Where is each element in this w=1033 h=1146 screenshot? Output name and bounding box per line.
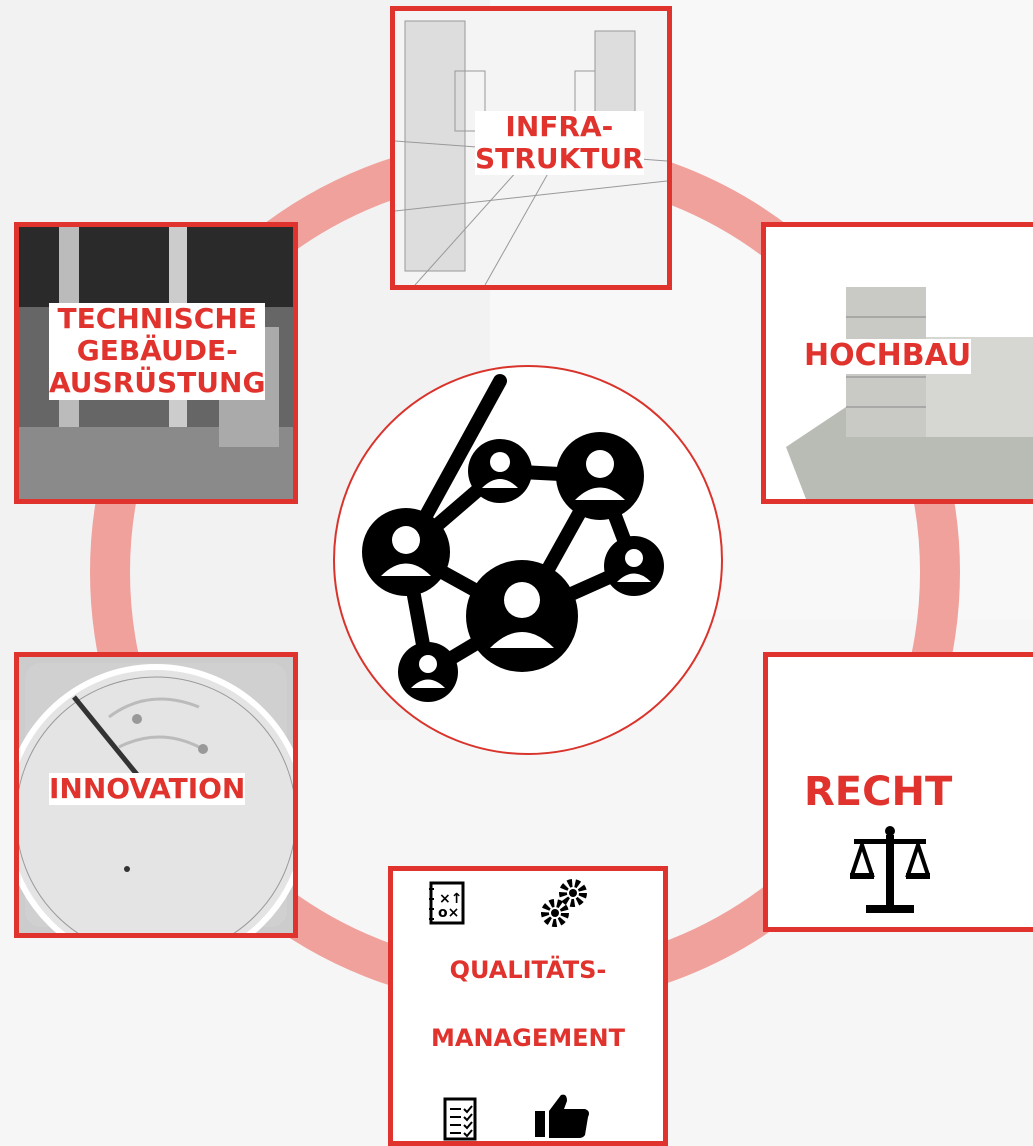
network-people-icon [333,365,723,755]
node-hochbau[interactable]: HOCHBAU [761,222,1033,504]
strategy-board-icon: ×↑ o× [429,881,465,925]
node-tga-line3: AUSRÜSTUNG [49,366,266,400]
node-recht-label: RECHT [804,769,953,815]
node-infrastruktur-line2: STRUKTUR [475,142,644,176]
node-tga-line2: GEBÄUDE- [49,334,266,368]
network-hub [332,364,724,756]
node-qm-line2: MANAGEMENT [393,1024,663,1053]
svg-text:×↑: ×↑ [439,891,462,907]
node-innovation[interactable]: INNOVATION [14,652,298,938]
node-hochbau-label: HOCHBAU [804,338,972,374]
node-infrastruktur[interactable]: INFRA- STRUKTUR [390,6,672,290]
node-tga[interactable]: TECHNISCHE GEBÄUDE- AUSRÜSTUNG [14,222,298,504]
scales-icon [850,826,930,913]
node-qualitaetsmanagement[interactable]: ×↑ o× QUALITÄTS- MANAGEMENT [388,866,668,1146]
node-qm-line1: QUALITÄTS- [393,956,663,985]
gears-icon [541,879,587,927]
node-tga-line1: TECHNISCHE [49,302,266,336]
node-innovation-label: INNOVATION [49,772,246,806]
checklist-icon [443,1097,477,1141]
svg-text:o×: o× [438,905,459,921]
node-recht[interactable]: RECHT [763,652,1033,932]
node-infrastruktur-line1: INFRA- [475,110,644,144]
thumbs-up-icon [535,1094,589,1138]
